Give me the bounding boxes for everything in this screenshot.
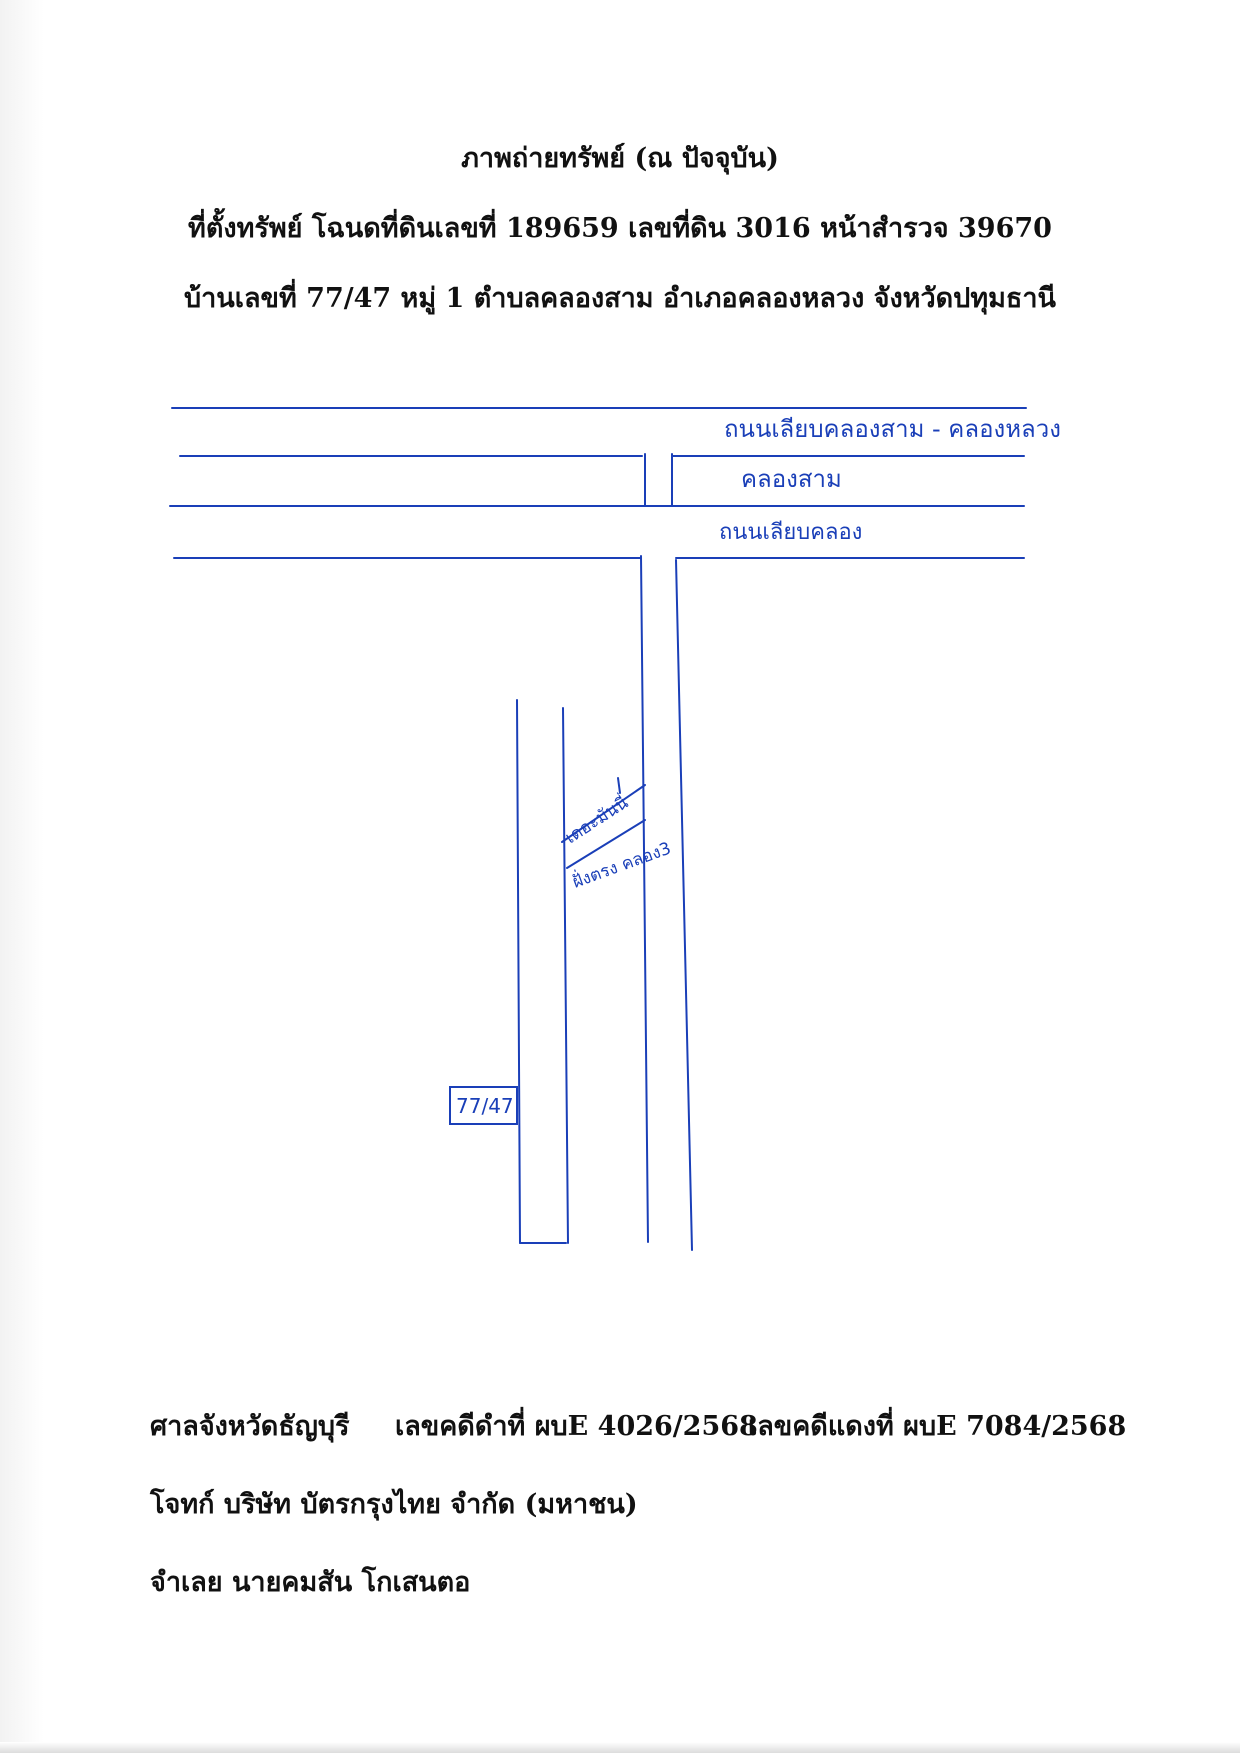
document-title: ภาพถ่ายทรัพย์ (ณ ปัจจุบัน) (461, 143, 779, 174)
junction-line-upper (561, 784, 646, 843)
junction-line-lower (566, 819, 646, 869)
soi-east-edge (675, 559, 693, 1251)
main-road-label: ถนนเลียบคลองสาม - คลองหลวง (724, 415, 1061, 443)
house-number-box (449, 1086, 518, 1125)
house-number-label: 77/47 (456, 1094, 514, 1118)
soi-west-edge (640, 555, 649, 1243)
court-name: ศาลจังหวัดธัญบุรี (150, 1411, 350, 1442)
canal-label: คลองสาม (741, 465, 842, 493)
property-location-line: ที่ตั้งทรัพย์ โฉนดที่ดินเลขที่ 189659 เล… (188, 213, 1052, 244)
black-case-number: เลขคดีดำที่ ผบE 4026/2568 (395, 1411, 758, 1442)
defendant-line: จำเลย นายคมสัน โกเสนตอ (150, 1567, 471, 1598)
plaintiff-line: โจทก์ บริษัท บัตรกรุงไทย จำกัด (มหาชน) (150, 1489, 638, 1520)
side-street-label: ถนนเลียบคลอง (719, 520, 862, 545)
property-address-line: บ้านเลขที่ 77/47 หมู่ 1 ตำบลคลองสาม อำเภ… (183, 283, 1057, 314)
scan-edge-left (0, 0, 44, 1753)
parcel-west-edge (516, 699, 521, 1244)
red-case-number: เลขคดีแดงที่ ผบE 7084/2568 (748, 1411, 1127, 1442)
soi-label: เดอะมันนี่ (560, 790, 632, 848)
junction-tick (617, 777, 621, 794)
parcel-east-edge (562, 707, 569, 1244)
scan-edge-bottom (0, 1742, 1240, 1753)
side-road-note: ฝั่งตรง คลอง3 (569, 836, 674, 893)
